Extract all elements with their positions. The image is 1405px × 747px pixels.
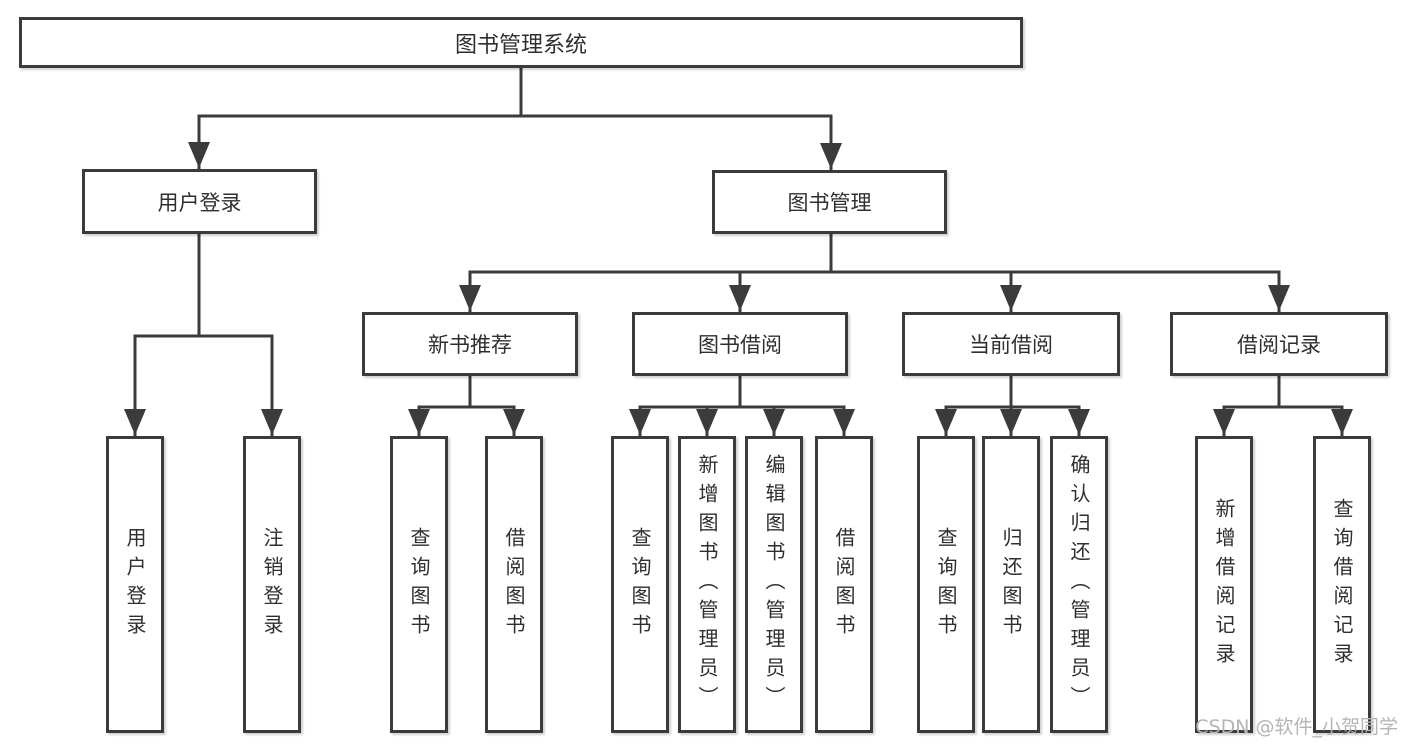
node-new-book-recommend: 新书推荐	[362, 312, 578, 376]
leaf-confirm-return-admin: 确认归还（管理员）	[1050, 436, 1108, 733]
leaf-edit-books-admin: 编辑图书（管理员）	[745, 436, 803, 733]
leaf-borrow-books-recommend-label: 借阅图书	[502, 526, 526, 643]
leaf-borrow-books: 借阅图书	[815, 436, 873, 733]
node-current-borrowing: 当前借阅	[902, 312, 1120, 376]
leaf-borrow-books-recommend: 借阅图书	[485, 436, 543, 733]
csdn-watermark: CSDN @软件_小贺同学	[1195, 716, 1398, 738]
leaf-add-borrow-record-label: 新增借阅记录	[1212, 497, 1236, 672]
leaf-query-books-recommend: 查询图书	[390, 436, 448, 733]
leaf-query-borrow-record-label: 查询借阅记录	[1330, 497, 1354, 672]
leaf-user-login: 用户登录	[106, 436, 164, 733]
tree-branch-lines	[133, 65, 1344, 409]
node-book-management: 图书管理	[712, 170, 947, 234]
leaf-confirm-return-admin-label: 确认归还（管理员）	[1067, 454, 1091, 715]
leaf-edit-books-admin-label: 编辑图书（管理员）	[762, 454, 786, 715]
leaf-return-books: 归还图书	[982, 436, 1040, 733]
node-user-login: 用户登录	[82, 169, 317, 234]
leaf-query-books-borrowing: 查询图书	[611, 436, 669, 733]
leaf-user-login-label: 用户登录	[123, 526, 147, 643]
leaf-query-books-borrowing-label: 查询图书	[628, 526, 652, 643]
node-book-borrowing: 图书借阅	[632, 312, 848, 376]
leaf-add-borrow-record: 新增借阅记录	[1195, 436, 1253, 733]
node-library-management-system: 图书管理系统	[19, 17, 1023, 68]
leaf-query-borrow-record: 查询借阅记录	[1313, 436, 1371, 733]
leaf-borrow-books-label: 借阅图书	[832, 526, 856, 643]
leaf-add-books-admin-label: 新增图书（管理员）	[695, 454, 719, 715]
leaf-query-books-current: 查询图书	[917, 436, 975, 733]
leaf-query-books-current-label: 查询图书	[934, 526, 958, 643]
leaf-logout: 注销登录	[243, 436, 301, 733]
leaf-logout-label: 注销登录	[260, 526, 284, 643]
leaf-return-books-label: 归还图书	[999, 526, 1023, 643]
node-borrowing-records: 借阅记录	[1170, 312, 1388, 376]
leaf-add-books-admin: 新增图书（管理员）	[678, 436, 736, 733]
leaf-query-books-recommend-label: 查询图书	[407, 526, 431, 643]
